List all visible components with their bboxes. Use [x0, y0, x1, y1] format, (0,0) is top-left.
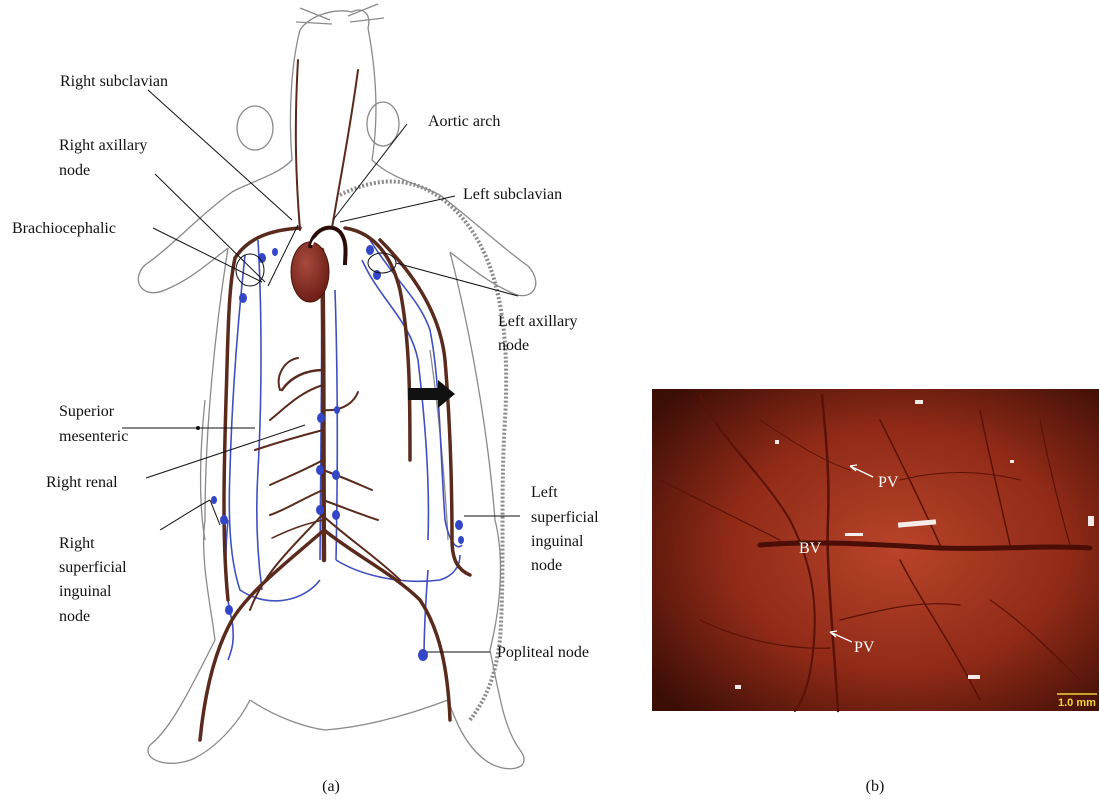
tissue-background — [652, 389, 1099, 711]
label-right-superficial-inguinal-line3: inguinal — [59, 583, 112, 600]
panel-b-photo: PV BV PV 1.0 mm (b) — [652, 389, 1099, 795]
label-right-axillary-line2: node — [59, 162, 90, 179]
label-left-superficial-inguinal-line3: inguinal — [531, 533, 584, 550]
label-right-renal: Right renal — [46, 474, 118, 491]
panel-a-diagram: Right subclavian Aortic arch Right axill… — [12, 4, 599, 795]
rat-tail — [340, 181, 506, 720]
label-right-axillary-line1: Right axillary — [59, 137, 147, 154]
diagram-labels: Right subclavian Aortic arch Right axill… — [12, 73, 599, 661]
label-brachiocephalic: Brachiocephalic — [12, 220, 116, 237]
label-superior-mesenteric-line1: Superior — [59, 403, 115, 420]
label-popliteal-node: Popliteal node — [497, 644, 589, 661]
scale-bar: 1.0 mm — [1057, 694, 1097, 709]
label-pv-top: PV — [878, 474, 899, 491]
label-aortic-arch: Aortic arch — [428, 113, 500, 130]
scale-bar-label: 1.0 mm — [1058, 697, 1096, 709]
label-bv: BV — [799, 540, 822, 557]
label-superior-mesenteric-line2: mesenteric — [59, 428, 128, 445]
label-right-superficial-inguinal-line1: Right — [59, 535, 95, 552]
heart — [291, 228, 346, 302]
label-left-axillary-line1: Left axillary — [498, 313, 578, 330]
label-left-superficial-inguinal-line4: node — [531, 557, 562, 574]
label-left-subclavian: Left subclavian — [463, 186, 562, 203]
label-left-axillary-line2: node — [498, 337, 529, 354]
label-left-superficial-inguinal-line2: superficial — [531, 509, 599, 526]
label-right-superficial-inguinal-line4: node — [59, 608, 90, 625]
label-left-superficial-inguinal-line1: Left — [531, 484, 558, 501]
label-pv-bottom: PV — [854, 639, 875, 656]
caption-b: (b) — [866, 778, 885, 795]
caption-a: (a) — [322, 778, 340, 795]
label-right-superficial-inguinal-line2: superficial — [59, 559, 127, 576]
label-right-subclavian: Right subclavian — [60, 73, 168, 90]
